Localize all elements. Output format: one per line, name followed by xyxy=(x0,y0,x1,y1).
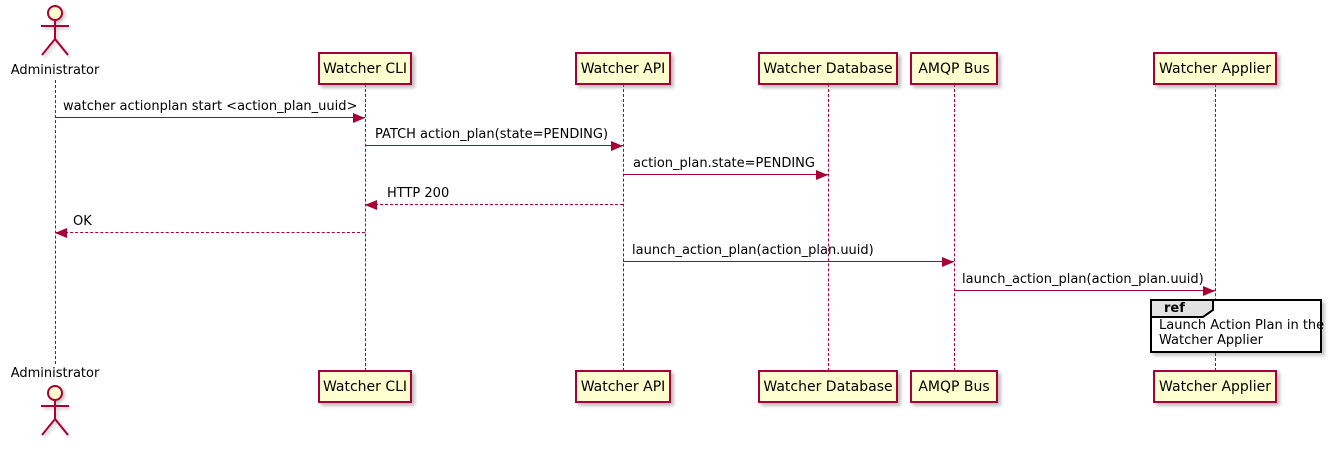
participant-label: Watcher Applier xyxy=(1159,60,1271,77)
arrowhead-icon xyxy=(942,257,954,267)
participant-watcher-database-top: Watcher Database xyxy=(758,52,898,85)
participant-watcher-api-bottom: Watcher API xyxy=(575,370,671,403)
arrowhead-icon xyxy=(1203,286,1215,296)
lifeline-watcher-cli xyxy=(365,84,366,371)
participant-label: Watcher API xyxy=(580,60,666,77)
message-label: PATCH action_plan(state=PENDING) xyxy=(375,127,609,142)
arrowhead-icon xyxy=(365,200,377,210)
actor-label-bottom: Administrator xyxy=(10,366,100,381)
lifeline-watcher-applier xyxy=(1215,84,1216,371)
actor-icon xyxy=(41,385,69,436)
ref-tab-shape xyxy=(1150,299,1214,318)
participant-label: AMQP Bus xyxy=(918,60,990,77)
participant-watcher-applier-bottom: Watcher Applier xyxy=(1153,370,1277,403)
participant-watcher-applier-top: Watcher Applier xyxy=(1153,52,1277,85)
message-line xyxy=(623,174,828,175)
message-label: watcher actionplan start <action_plan_uu… xyxy=(63,99,358,114)
arrowhead-icon xyxy=(353,113,365,123)
participant-label: Watcher Database xyxy=(763,60,893,77)
message-label: OK xyxy=(73,214,92,229)
message-line xyxy=(365,204,623,205)
lifeline-watcher-api xyxy=(623,84,624,371)
lifeline-amqp-bus xyxy=(954,84,955,371)
participant-label: Watcher Database xyxy=(763,378,893,395)
message-line xyxy=(954,290,1215,291)
participant-watcher-api-top: Watcher API xyxy=(575,52,671,85)
participant-label: Watcher Applier xyxy=(1159,378,1271,395)
message-line xyxy=(55,117,365,118)
participant-label: Watcher CLI xyxy=(322,60,408,77)
message-line xyxy=(55,232,365,233)
message-line xyxy=(365,145,623,146)
participant-amqp-bus-top: AMQP Bus xyxy=(910,52,998,85)
participant-label: AMQP Bus xyxy=(918,378,990,395)
lifeline-watcher-database xyxy=(828,84,829,371)
participant-watcher-cli-bottom: Watcher CLI xyxy=(318,370,412,403)
participant-watcher-cli-top: Watcher CLI xyxy=(318,52,412,85)
ref-fragment: ref Launch Action Plan in the Watcher Ap… xyxy=(1150,299,1325,353)
lifeline-administrator xyxy=(55,80,56,364)
participant-label: Watcher API xyxy=(580,378,666,395)
arrowhead-icon xyxy=(55,228,67,238)
ref-text-line2: Watcher Applier xyxy=(1159,333,1263,348)
actor-icon xyxy=(41,5,69,56)
participant-watcher-database-bottom: Watcher Database xyxy=(758,370,898,403)
participant-amqp-bus-bottom: AMQP Bus xyxy=(910,370,998,403)
message-label: HTTP 200 xyxy=(387,186,450,201)
message-label: action_plan.state=PENDING xyxy=(633,156,815,171)
arrowhead-icon xyxy=(816,170,828,180)
ref-text-line1: Launch Action Plan in the xyxy=(1159,318,1325,333)
ref-keyword: ref xyxy=(1164,301,1185,316)
arrowhead-icon xyxy=(611,141,623,151)
actor-label-top: Administrator xyxy=(10,63,100,78)
participant-label: Watcher CLI xyxy=(322,378,408,395)
message-label: launch_action_plan(action_plan.uuid) xyxy=(632,243,874,258)
message-line xyxy=(623,261,954,262)
message-label: launch_action_plan(action_plan.uuid) xyxy=(962,272,1204,287)
